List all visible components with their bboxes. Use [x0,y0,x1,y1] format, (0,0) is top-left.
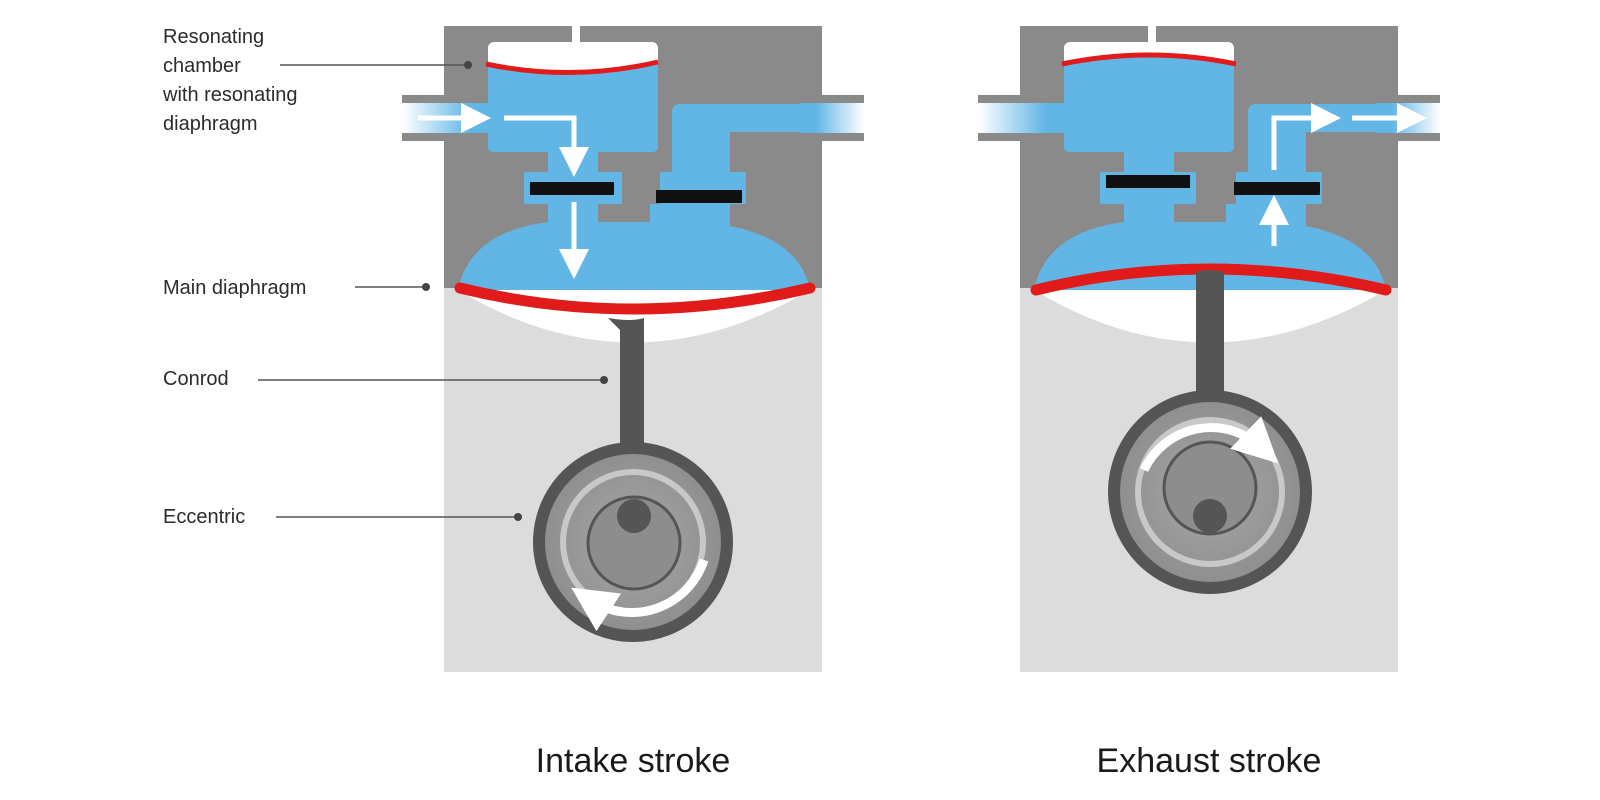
exhaust-conrod [1196,270,1224,402]
leader-dot-main-diaphragm [422,283,430,291]
intake-inlet-valve [530,182,614,195]
intake-rotation-arrow [571,558,709,632]
label-main-diaphragm: Main diaphragm [163,277,306,299]
intake-flow-arrows [418,103,589,279]
label-resonating-line2: chamber [163,55,241,77]
label-resonating-line4: diaphragm [163,113,258,135]
leader-dot-eccentric [514,513,522,521]
label-eccentric: Eccentric [163,506,245,528]
exhaust-flow-arrows [1259,103,1427,246]
leader-dot-conrod [600,376,608,384]
caption-intake-stroke: Intake stroke [536,742,731,780]
exhaust-outlet-valve [1234,182,1320,195]
label-conrod: Conrod [163,368,229,390]
label-resonating-line3: with resonating [162,84,298,106]
exhaust-eccentric [1108,390,1312,594]
exhaust-main-diaphragm [1030,263,1392,296]
intake-main-diaphragm [454,282,816,315]
exhaust-resonating-diaphragm [1061,52,1237,67]
intake-conrod [608,318,644,455]
label-resonating-line1: Resonating [163,26,264,48]
exhaust-inlet-valve [1106,175,1190,188]
intake-pump [402,26,864,672]
exhaust-rotation-arrow [1139,416,1279,472]
intake-eccentric [533,442,733,642]
caption-exhaust-stroke: Exhaust stroke [1097,742,1322,780]
leader-dot-resonating [464,61,472,69]
intake-outlet-valve [656,190,742,203]
exhaust-pump [978,26,1440,672]
callouts: Resonating chamber with resonating diaph… [162,26,608,528]
intake-resonating-diaphragm [485,59,659,75]
